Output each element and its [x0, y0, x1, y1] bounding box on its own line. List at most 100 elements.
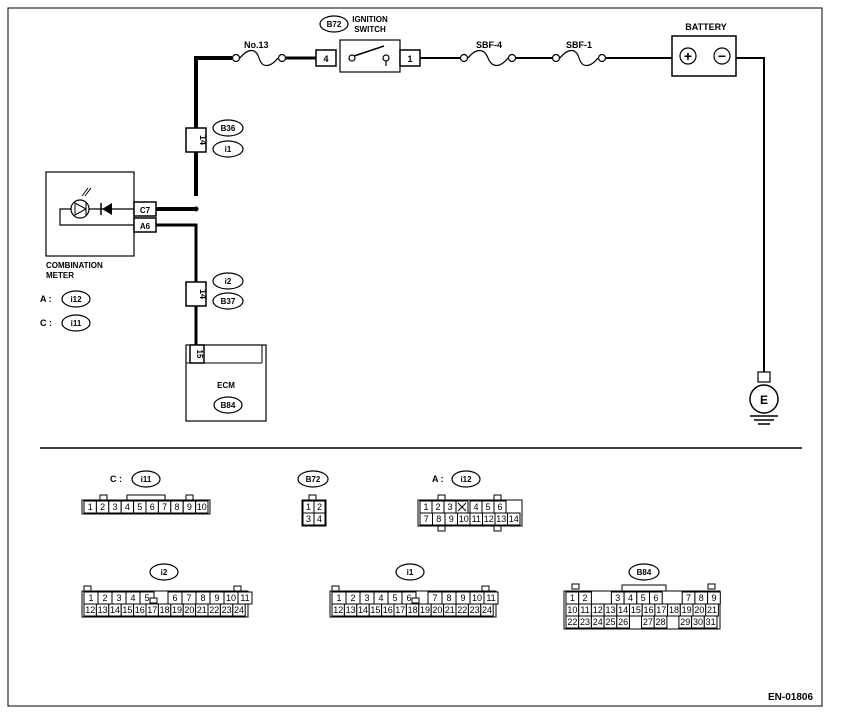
connector-pin-number: 3: [112, 502, 117, 512]
connector-b84-name: B84: [637, 568, 652, 577]
ecm-pin: 15: [195, 350, 204, 359]
connector-pin-number: 10: [472, 593, 482, 603]
connector-latch: [411, 597, 420, 604]
connector-pin-number: 11: [472, 514, 481, 524]
connector-pin-number: 5: [392, 593, 397, 603]
connector-pin-number: 4: [130, 593, 135, 603]
connector-pin-number: 11: [240, 593, 249, 603]
connector-pin-number: 7: [186, 593, 191, 603]
connector-pin-number: 9: [187, 502, 192, 512]
connector-pin-number: 3: [615, 593, 620, 603]
connector-pin-number: 8: [446, 593, 451, 603]
connector-pin-number: 14: [110, 605, 120, 615]
connector-pin-number: 28: [656, 617, 666, 627]
connector-pin-number: 12: [85, 605, 95, 615]
connector-pin-number: 22: [457, 605, 467, 615]
connector-pin-cell: [313, 512, 326, 526]
connector-pin-number: 20: [694, 605, 704, 615]
connector-pin-number: 9: [711, 593, 716, 603]
connector-i2-name: i2: [161, 568, 168, 577]
connector-pin-number: 23: [222, 605, 232, 615]
battery-minus-icon: −: [718, 48, 726, 64]
connector-pin-number: 8: [200, 593, 205, 603]
connector-pin-number: 23: [580, 617, 590, 627]
fuse-sbf4-label: SBF-4: [476, 40, 502, 50]
ignition-switch-pin-right: 1: [407, 54, 412, 64]
connector-pin-number: 9: [449, 514, 454, 524]
connector-latch: [83, 585, 92, 592]
fuse-sbf4: SBF-4: [459, 40, 517, 67]
connector-pin-number: 25: [605, 617, 615, 627]
combination-meter-label-line2: METER: [46, 271, 74, 280]
connector-pin-number: 9: [214, 593, 219, 603]
connector-c-i11-name: i11: [141, 475, 152, 484]
battery-label: BATTERY: [685, 22, 727, 32]
connector-pin-number: 12: [484, 514, 494, 524]
connector-pin-number: 2: [350, 593, 355, 603]
connector-pin-number: 15: [631, 605, 641, 615]
connector-latch: [233, 585, 242, 592]
connector-pin-number: 24: [593, 617, 603, 627]
meter-legend-c-label: C :: [40, 318, 52, 328]
ignition-switch-label-line1: IGNITION: [352, 15, 388, 24]
battery-plus-icon: +: [684, 48, 692, 64]
connector-pin-number: 4: [628, 593, 633, 603]
connector-pin-number: 27: [643, 617, 653, 627]
connector-pin-number: 6: [497, 502, 502, 512]
connector-pin-number: 2: [102, 593, 107, 603]
ground-label: E: [760, 393, 768, 407]
meter-pin-a-box: [133, 217, 157, 233]
connector-pin-number: 4: [125, 502, 130, 512]
harness-connector-lower: 14 i2 B37: [185, 272, 244, 310]
connector-pin-number: 21: [445, 605, 455, 615]
connector-pin-number: 6: [172, 593, 177, 603]
meter-pin-c: C7: [140, 206, 151, 215]
connector-pin-number: 10: [567, 605, 577, 615]
connector-pin-number: 10: [459, 514, 469, 524]
connector-pin-number: 8: [699, 593, 704, 603]
connector-pin-number: 20: [432, 605, 442, 615]
connector-latch: [99, 494, 108, 501]
connector-pin-number: 4: [378, 593, 383, 603]
ignition-switch-body: [339, 39, 401, 73]
connector-pin-number: 1: [570, 593, 575, 603]
ecm-pin-box: [189, 344, 205, 364]
connector-pin-number: 14: [358, 605, 368, 615]
connector-latch: [331, 585, 340, 592]
connector-pin-number: 7: [432, 593, 437, 603]
ground: E: [749, 371, 779, 425]
connector-pin-number: 20: [184, 605, 194, 615]
figure-id: EN-01806: [768, 692, 813, 703]
connector-pin-number: 13: [98, 605, 108, 615]
connector-pin-number: 22: [209, 605, 219, 615]
connector-pin-number: 19: [682, 605, 692, 615]
battery-minus-terminal: [713, 47, 731, 65]
connector-pin-cell: [232, 603, 246, 617]
combination-meter: C7 A6 COMBINATION METER A : i12 C : i11: [40, 171, 157, 332]
connector-pin-number: 1: [336, 593, 341, 603]
harness-upper-conn-b: i1: [225, 145, 232, 154]
connector-pin-number: 2: [435, 502, 440, 512]
ignition-switch-connector-oval: [319, 15, 349, 33]
connector-outline: [126, 494, 166, 501]
connector-pin-number: 9: [460, 593, 465, 603]
connector-pin-number: 13: [346, 605, 356, 615]
connector-pin-number: 17: [147, 605, 157, 615]
connector-pin-number: 21: [197, 605, 207, 615]
connector-pin-number: 13: [496, 514, 506, 524]
combination-meter-box: [45, 171, 135, 257]
connector-pin-number: 21: [707, 605, 717, 615]
connector-pin-number: 2: [100, 502, 105, 512]
connector-pin-number: 26: [618, 617, 628, 627]
connector-latch: [493, 525, 502, 532]
connector-pin-number: 1: [88, 502, 93, 512]
connector-pin-number: 3: [306, 514, 311, 524]
connector-latch: [493, 494, 502, 501]
connector-outline: [417, 499, 523, 527]
blank-pin-mark: [457, 502, 467, 512]
